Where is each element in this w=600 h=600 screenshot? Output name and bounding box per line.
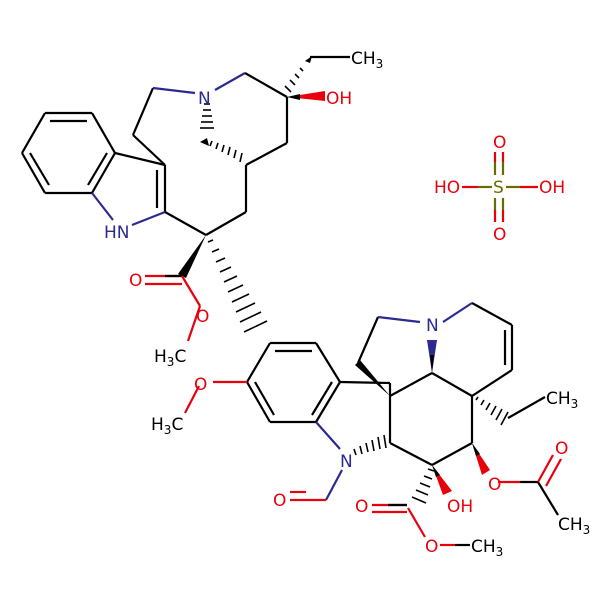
n-upper-label: N [198,89,211,109]
h3c-methoxy-label: H3C [151,415,183,437]
sulfur-label: S [493,178,504,198]
ester2-ether-o-label: O [425,537,438,557]
indole-benzene-ring [21,111,116,195]
sulfate-o-bottom-label: O [493,225,506,245]
acetyl-carbonyl-o-label: O [555,439,568,459]
n-formyl-label: N [340,452,353,472]
acetyl-ether-o-label: O [488,475,501,495]
ester-upper [145,235,268,342]
methoxy-o-label: O [194,375,207,395]
indole-pyrrole-ring [91,151,167,227]
ch3-ethyl-label: CH3 [546,389,578,411]
sulfate-ho-left-label: HO [434,178,460,198]
ester1-ether-o-label: O [196,307,209,327]
sulfuric-acid [462,152,538,222]
n-lower-label: N [426,316,439,336]
ch3-top-label: CH3 [351,49,383,71]
hashed-bonds-upper [200,55,350,163]
sulfate-o-top-label: O [493,133,506,153]
ester1-carbonyl-o-label: O [129,271,142,291]
ester2-carbonyl-o-label: O [355,497,368,517]
vindoline-benzene-ring [184,341,341,424]
formyl-o-label: O [273,491,286,511]
hn-indole-label: HN [104,223,130,243]
upper-macrocycle [131,72,289,236]
oh-top-label: OH [326,89,352,109]
oh-lower-label: OH [447,497,473,517]
h3c-ester1-label: H3C [154,347,186,369]
ch3-acetyl-label: CH3 [558,515,590,537]
vindoline-core [290,302,562,547]
sulfate-oh-right-label: OH [539,178,565,198]
ch3-ester2-label: CH3 [471,537,503,559]
